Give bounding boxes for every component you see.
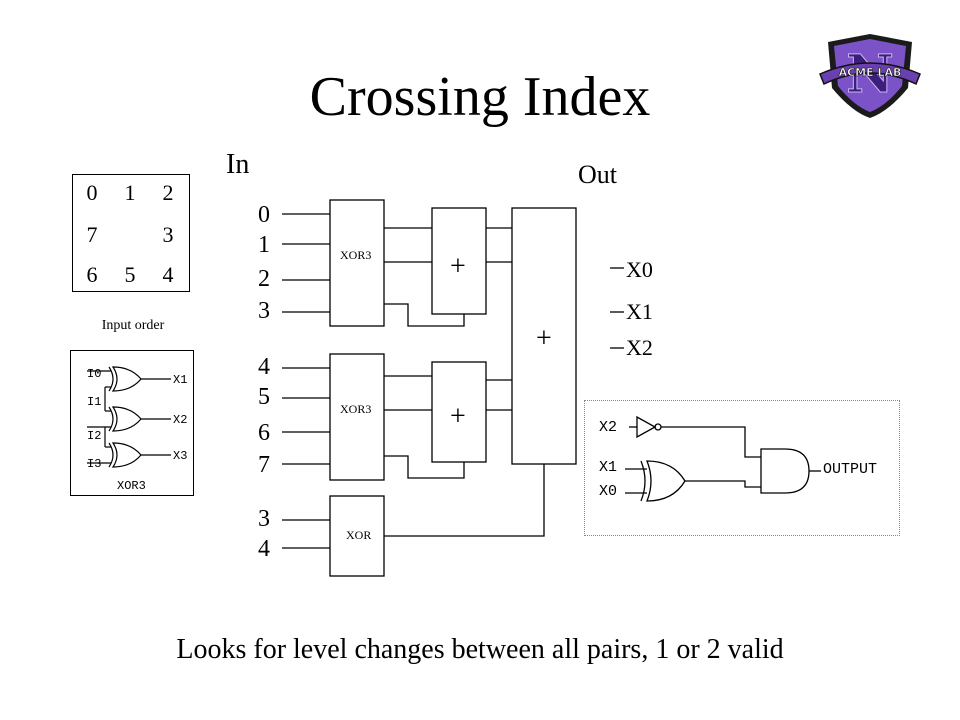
- footer-caption: Looks for level changes between all pair…: [176, 634, 784, 665]
- gate-input-label: I1: [87, 395, 102, 409]
- output-logic-panel: X2 X1 X0 OUTPUT: [584, 400, 900, 536]
- xor3-gate-panel: I0 I1 I2 I3 X1 X2 X3 XOR3: [70, 350, 194, 496]
- grid-cell: 7: [86, 222, 98, 247]
- input-number: 4: [258, 536, 270, 562]
- grid-cell: 2: [162, 180, 174, 205]
- output-label: X2: [626, 335, 653, 360]
- input-number: 4: [258, 354, 270, 380]
- input-number: 5: [258, 384, 270, 410]
- gate-output-label: X3: [173, 449, 188, 463]
- logic-input-label: X0: [599, 483, 618, 500]
- in-label: In: [226, 149, 250, 180]
- page-title: Crossing Index: [309, 66, 651, 128]
- output-label: X1: [626, 299, 653, 324]
- input-number: 6: [258, 420, 270, 446]
- grid-cell: 1: [124, 180, 136, 205]
- grid-caption: Input order: [101, 318, 165, 333]
- logic-output-label: OUTPUT: [823, 461, 878, 478]
- grid-cell: 6: [86, 262, 98, 287]
- input-number: 3: [258, 506, 270, 532]
- grid-cell: 3: [162, 222, 174, 247]
- svg-text:ACME LAB: ACME LAB: [839, 66, 902, 79]
- output-label: X0: [626, 257, 653, 282]
- input-number: 2: [258, 266, 270, 292]
- acme-lab-logo: N ACME LAB: [819, 34, 921, 118]
- xor-block-label: XOR: [346, 528, 372, 542]
- logic-input-label: X1: [599, 459, 618, 476]
- input-number: 1: [258, 232, 270, 258]
- xor3-block-label: XOR3: [340, 248, 372, 262]
- xor-gates-schematic: [87, 366, 171, 468]
- output-logic-schematic: [625, 415, 821, 502]
- input-order-grid: 0 1 2 7 3 6 5 4: [72, 174, 190, 292]
- grid-cell: 0: [86, 180, 98, 205]
- grid-cell: 4: [162, 262, 174, 287]
- input-number: 3: [258, 298, 270, 324]
- gate-output-label: X2: [173, 413, 188, 427]
- logic-input-label: X2: [599, 419, 618, 436]
- input-number: 0: [258, 202, 270, 228]
- gate-input-label: I3: [87, 457, 102, 471]
- adder-symbol: +: [536, 323, 552, 354]
- gate-input-label: I2: [87, 429, 102, 443]
- grid-cell: 5: [124, 262, 136, 287]
- input-number: 7: [258, 452, 270, 478]
- gate-input-label: I0: [87, 367, 102, 381]
- xor3-block-label: XOR3: [340, 402, 372, 416]
- adder-symbol: +: [450, 401, 466, 432]
- out-label: Out: [578, 160, 617, 189]
- gate-output-label: X1: [173, 373, 188, 387]
- gate-panel-label: XOR3: [117, 479, 146, 493]
- adder-symbol: +: [450, 251, 466, 282]
